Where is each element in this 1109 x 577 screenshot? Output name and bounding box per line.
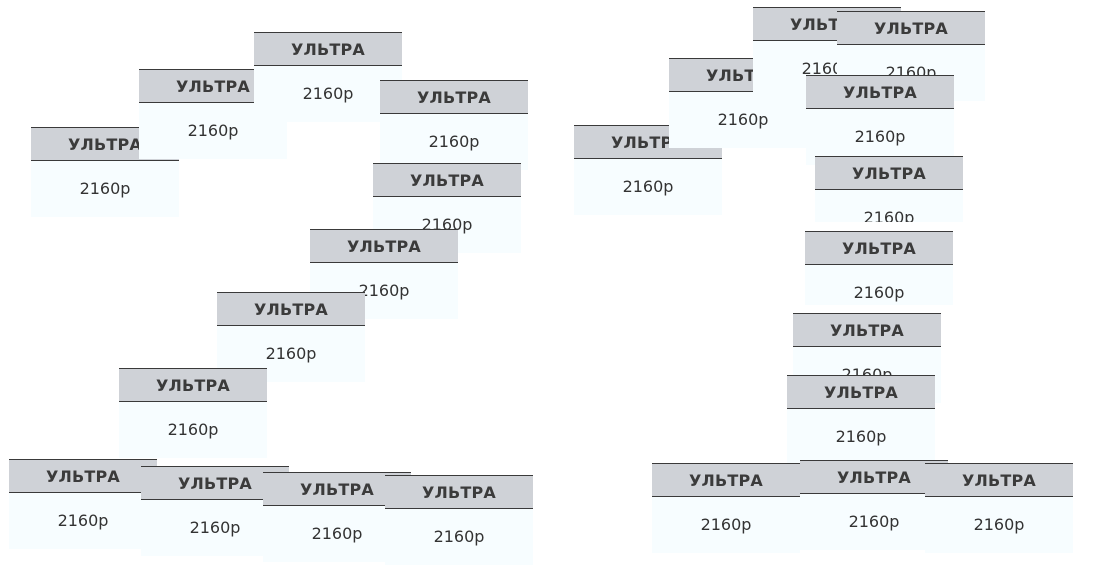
quality-tile-resolution: 2160p [187,121,239,140]
quality-tile[interactable]: УЛЬТРА 2160p [119,368,267,458]
quality-tile[interactable]: УЛЬТРА 2160p [9,459,157,549]
quality-tile-label: УЛЬТРА [837,11,985,45]
quality-tile-label: УЛЬТРА [574,125,722,159]
quality-tile-label: УЛЬТРА [925,463,1073,497]
quality-tile-resolution: 2160p [863,208,915,223]
quality-tile-resolution: 2160p [79,179,131,198]
quality-tile-label: УЛЬТРА [793,313,941,347]
quality-tile-resolution: 2160p [854,127,906,146]
quality-tile[interactable]: УЛЬТРА 2160p [254,32,402,122]
quality-tile-resolution: 2160p [189,518,241,537]
quality-tile-resolution: 2160p [265,344,317,363]
quality-tile-resolution: 2160p [421,215,473,234]
quality-tile-label: УЛЬТРА [217,292,365,326]
quality-tile-resolution: 2160p [433,527,485,546]
quality-tile-resolution: 2160p [853,283,905,302]
quality-tile-label: УЛЬТРА [310,229,458,263]
quality-tile[interactable]: УЛЬТРА 2160p [800,460,948,550]
quality-tile-label: УЛЬТРА [380,80,528,114]
quality-tile[interactable]: УЛЬТРА 2160p [787,375,935,465]
quality-tile[interactable]: УЛЬТРА 2160p [217,292,365,382]
quality-tile-resolution: 2160p [57,511,109,530]
quality-tile[interactable]: УЛЬТРА 2160p [925,463,1073,553]
quality-tile[interactable]: УЛЬТРА 2160p [380,80,528,170]
quality-tile-resolution: 2160p [428,132,480,151]
quality-tile-resolution: 2160p [622,177,674,196]
quality-tile-resolution: 2160p [973,515,1025,534]
quality-tile-label: УЛЬТРА [806,75,954,109]
quality-tile-resolution: 2160p [835,427,887,446]
quality-tile-resolution: 2160p [167,420,219,439]
quality-tile-label: УЛЬТРА [805,231,953,265]
quality-tile-label: УЛЬТРА [119,368,267,402]
quality-tile-label: УЛЬТРА [254,32,402,66]
quality-tile-resolution: 2160p [358,281,410,300]
quality-tile-label: УЛЬТРА [652,463,800,497]
quality-tile-label: УЛЬТРА [815,156,963,190]
quality-tile[interactable]: УЛЬТРА 2160p [815,156,963,222]
quality-tile-label: УЛЬТРА [385,475,533,509]
quality-tile[interactable]: УЛЬТРА 2160p [805,231,953,305]
quality-tile-resolution: 2160p [700,515,752,534]
quality-tile-resolution: 2160p [848,512,900,531]
quality-tile-resolution: 2160p [717,110,769,129]
quality-tile-label: УЛЬТРА [787,375,935,409]
quality-tile-resolution: 2160p [302,84,354,103]
quality-tile[interactable]: УЛЬТРА 2160p [652,463,800,553]
quality-tile-label: УЛЬТРА [9,459,157,493]
quality-tile[interactable]: УЛЬТРА 2160p [385,475,533,565]
quality-tile-label: УЛЬТРА [373,163,521,197]
quality-tile-label: УЛЬТРА [800,460,948,494]
quality-tile-resolution: 2160p [311,524,363,543]
quality-tile[interactable]: УЛЬТРА 2160p [806,75,954,165]
